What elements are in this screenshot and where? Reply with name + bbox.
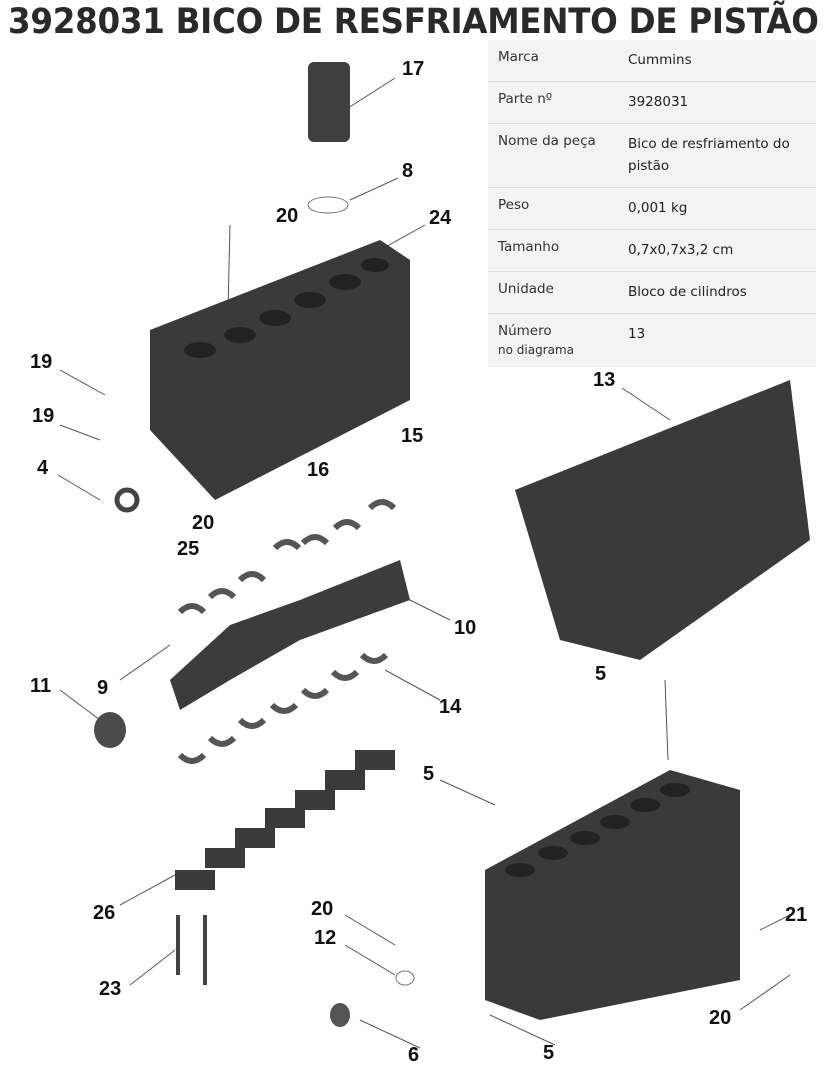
callout-26: 26 [93,902,116,924]
oil-seal [94,712,126,748]
callout-10: 10 [454,617,477,639]
cylinder-liner [308,62,350,142]
o-ring [307,196,349,214]
callout-15: 15 [401,425,424,447]
spec-key: Número [498,323,552,339]
callout-23: 23 [99,978,122,1000]
callout-17: 17 [402,58,425,80]
callout-25: 25 [177,538,200,560]
cylinder-block-top [150,240,410,500]
callout-4: 4 [37,457,49,479]
callout-5: 5 [423,763,435,785]
callout-20: 20 [311,898,334,920]
callout-21: 21 [785,904,808,926]
main-bearing-caps [175,750,395,890]
crankshaft [170,560,410,710]
callout-13: 13 [593,369,616,391]
callout-20: 20 [192,512,215,534]
callout-19: 19 [30,351,53,373]
spec-key-sub: no diagrama [498,343,575,357]
page-title: 3928031 BICO DE RESFRIAMENTO DE PISTÃO [8,2,819,42]
callout-12: 12 [314,927,337,949]
callout-11: 11 [30,675,52,697]
cylinder-block-bottom-view [515,380,810,660]
callout-20: 20 [709,1007,732,1029]
callout-6: 6 [408,1044,420,1066]
bearing-shells [177,499,397,764]
callout-5: 5 [543,1042,555,1064]
callout-14: 14 [439,696,462,718]
callout-16: 16 [307,459,330,481]
cylinder-block-assembled [485,770,740,1020]
callout-8: 8 [402,160,414,182]
callout-19: 19 [32,405,55,427]
callout-20: 20 [276,205,299,227]
callout-5: 5 [595,663,607,685]
callout-24: 24 [429,207,452,229]
callout-9: 9 [97,677,109,699]
